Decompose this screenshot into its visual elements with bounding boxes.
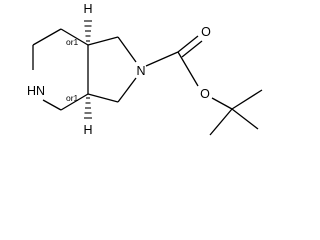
bond-c7-c7a	[60, 93, 89, 111]
stereo-bond-top	[84, 20, 92, 42]
structure-canvas: H H HN N O O or1 or1	[26, 2, 263, 137]
boc-group	[145, 35, 263, 136]
bond-n2-c1	[117, 77, 137, 103]
atom-h-bottom: H	[83, 123, 92, 137]
bond-c3-n2	[117, 36, 137, 63]
atom-h-top: H	[83, 2, 92, 16]
bond-o-ester-tbu-c	[211, 97, 233, 110]
stereo-label-bottom: or1	[66, 93, 79, 103]
atom-nh: HN	[27, 84, 45, 98]
atom-o-ester: O	[200, 87, 210, 101]
atom-n-ring: N	[136, 64, 145, 78]
bond-c3a-c4	[60, 28, 89, 46]
piperidine-ring	[32, 28, 89, 111]
atom-o-carbonyl: O	[201, 25, 211, 39]
bond-c1-c7a	[87, 93, 119, 103]
molecule-structure: H H HN N O O or1 or1	[27, 2, 263, 137]
bond-c4-c5	[32, 28, 62, 46]
bond-carbonyl-double-1	[177, 35, 199, 53]
bond-c3a-c3	[87, 36, 119, 46]
pyrrolidine-ring	[87, 36, 137, 103]
stereo-label-top: or1	[66, 37, 79, 47]
bond-carbonyl-double-2	[181, 40, 203, 58]
bond-n2-carbonyl-c	[145, 51, 179, 67]
bond-n6-c7	[42, 99, 62, 111]
bond-tbu-methyl-2	[231, 108, 259, 130]
bond-tbu-methyl-3	[209, 108, 233, 136]
stereo-bond-bottom	[84, 97, 92, 119]
bond-carbonyl-c-o-ester	[177, 51, 199, 87]
bond-tbu-methyl-1	[231, 89, 263, 110]
